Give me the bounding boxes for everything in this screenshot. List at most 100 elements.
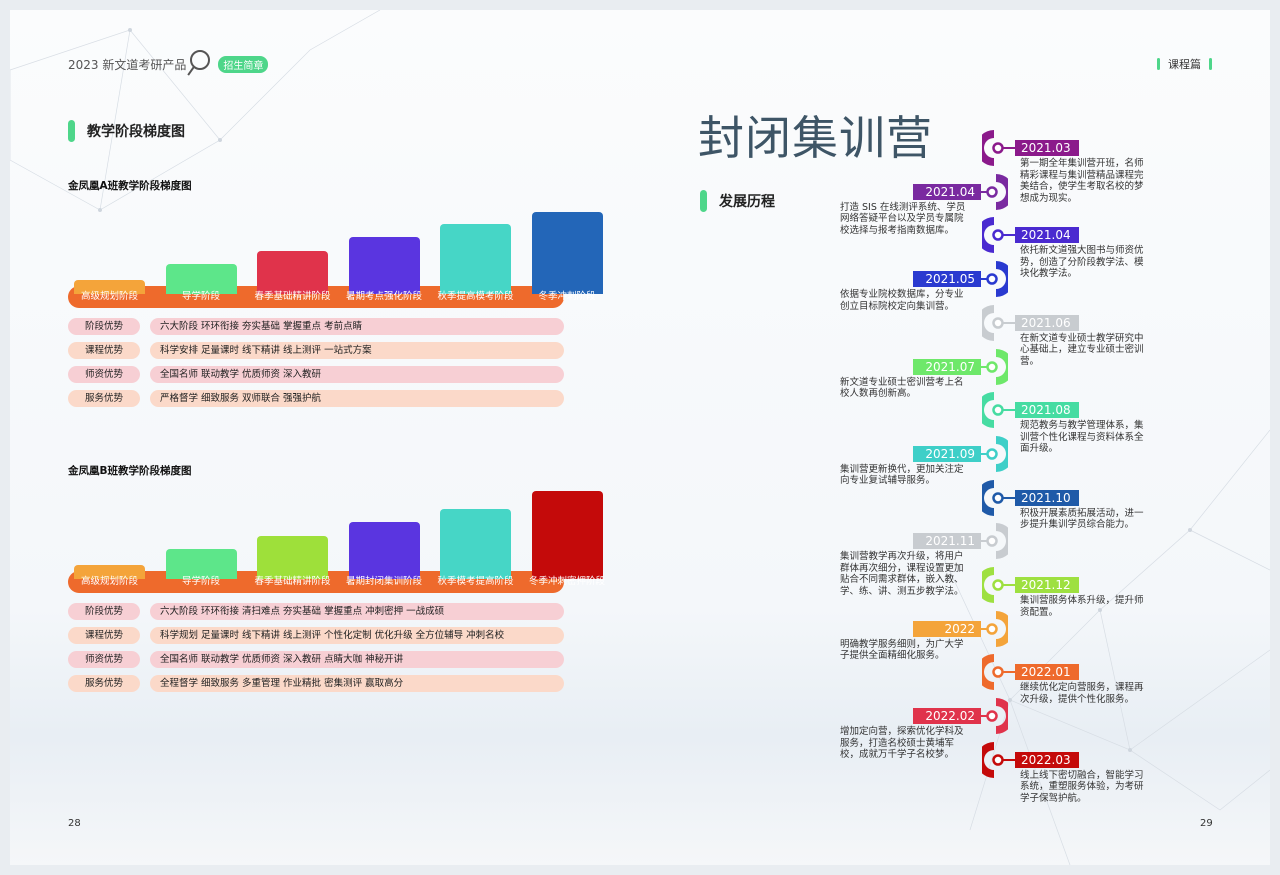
timeline-date: 2021.04 (1015, 227, 1079, 244)
page-number-left: 28 (68, 818, 81, 829)
timeline-description: 线上线下密切融合，智能学习系统，重塑服务体验，为考研学子保驾护航。 (1020, 769, 1144, 804)
magnifier-icon (190, 50, 211, 70)
timeline-node (982, 479, 1004, 516)
timeline-description: 积极开展素质拓展活动，进一步提升集训学员综合能力。 (1020, 507, 1144, 531)
advantage-value: 全程督学 细致服务 多重管理 作业精批 密集测评 赢取高分 (150, 675, 564, 692)
timeline-description: 依据专业院校数据库，分专业创立目标院校定向集训营。 (840, 289, 964, 312)
advantage-key: 服务优势 (68, 675, 140, 692)
background-network-decoration (10, 10, 1270, 865)
timeline-connector (1003, 496, 1017, 499)
advantage-key: 阶段优势 (68, 603, 140, 620)
chart-subtitle: 金凤凰A班教学阶段梯度图 (68, 180, 192, 192)
timeline-node (986, 348, 1008, 385)
timeline-node (982, 392, 1004, 429)
stage-label: 春季基础精讲阶段 (254, 576, 331, 587)
header-left: 2023 新文道考研产品 招生简章 (68, 50, 269, 74)
stage-column (348, 237, 420, 294)
timeline-node (982, 217, 1004, 254)
stage-column (74, 565, 145, 579)
stage-column (348, 522, 420, 579)
timeline-description: 新文道专业硕士密训营考上名校人数再创新高。 (840, 376, 964, 400)
stage-label: 导学阶段 (181, 291, 220, 302)
timeline-connector (1003, 409, 1017, 412)
stage-column (531, 212, 603, 294)
advantage-key: 课程优势 (68, 342, 140, 359)
timeline-date: 2021.08 (1015, 402, 1079, 419)
timeline-description: 依托新文道强大图书与师资优势，创造了分阶段教学法、模块化教学法。 (1020, 245, 1144, 280)
advantage-key: 服务优势 (68, 390, 140, 407)
enrollment-tag: 招生简章 (218, 55, 269, 73)
advantage-key: 师资优势 (68, 651, 140, 668)
timeline-date: 2021.07 (913, 358, 981, 375)
section-title-gradient: 教学阶段梯度图 (68, 120, 185, 142)
stage-column (165, 264, 237, 294)
timeline-node (982, 130, 1004, 166)
chapter-title: 课程篇 (1168, 58, 1201, 71)
advantage-row: 师资优势全国名师 联动教学 优质师资 深入教研 点睛大咖 神秘开讲 (68, 651, 564, 668)
stage-column (440, 224, 511, 294)
advantage-row: 服务优势严格督学 细致服务 双师联合 强强护航 (68, 390, 564, 407)
timeline-node (982, 567, 1004, 603)
timeline-node (986, 610, 1008, 647)
timeline-description: 继续优化定向营服务，课程再次升级，提供个性化服务。 (1020, 682, 1144, 705)
timeline-date: 2022 (913, 620, 981, 637)
advantage-key: 课程优势 (68, 627, 140, 644)
timeline-description: 集训营服务体系升级，提升师资配置。 (1020, 595, 1144, 618)
timeline-node (986, 435, 1008, 472)
section-marker (68, 120, 75, 142)
advantage-value: 严格督学 细致服务 双师联合 强强护航 (150, 390, 564, 407)
timeline-description: 集训营更新换代，更加关注定向专业复试辅导服务。 (840, 463, 964, 487)
advantage-row: 阶段优势六大阶段 环环衔接 清扫难点 夯实基础 掌握重点 冲刺密押 一战成硕 (68, 603, 564, 620)
stage-column (74, 280, 145, 294)
advantage-key: 师资优势 (68, 366, 140, 383)
timeline-date: 2022.02 (913, 708, 981, 725)
stage-column (257, 536, 328, 579)
timeline-node (986, 523, 1008, 560)
timeline-node (982, 304, 1004, 341)
section-title-history: 发展历程 (700, 190, 775, 212)
advantage-value: 科学安排 足量课时 线下精讲 线上测评 一站式方案 (150, 342, 564, 359)
stage-column (531, 491, 603, 579)
advantage-row: 服务优势全程督学 细致服务 多重管理 作业精批 密集测评 赢取高分 (68, 675, 564, 692)
advantage-row: 阶段优势六大阶段 环环衔接 夯实基础 掌握重点 考前点睛 (68, 318, 564, 335)
stage-label: 春季基础精讲阶段 (254, 291, 331, 302)
timeline-description: 规范教务与教学管理体系，集训营个性化课程与资料体系全面升级。 (1020, 420, 1144, 455)
timeline-date: 2021.03 (1015, 140, 1079, 156)
timeline-connector (1003, 234, 1017, 237)
advantage-row: 课程优势科学安排 足量课时 线下精讲 线上测评 一站式方案 (68, 342, 564, 359)
advantage-row: 课程优势科学规划 足量课时 线下精讲 线上测评 个性化定制 优化升级 全方位辅导… (68, 627, 564, 644)
timeline-date: 2021.11 (913, 533, 981, 550)
chart-subtitle: 金凤凰B班教学阶段梯度图 (68, 465, 192, 477)
timeline-date: 2021.10 (1015, 489, 1079, 506)
timeline-description: 在新文道专业硕士教学研究中心基础上，建立专业硕士密训营。 (1020, 332, 1144, 367)
section-marker (700, 190, 707, 212)
advantage-value: 科学规划 足量课时 线下精讲 线上测评 个性化定制 优化升级 全方位辅导 冲刺名… (150, 627, 564, 644)
timeline-date: 2021.09 (913, 445, 981, 462)
timeline-connector (1003, 321, 1017, 324)
accent-bar (1157, 58, 1160, 70)
timeline-node (986, 261, 1008, 298)
timeline-date: 2021.05 (913, 271, 981, 288)
stage-label: 秋季模考提高阶段 (437, 576, 514, 587)
timeline-node (982, 654, 1004, 691)
header-right: 课程篇 (1157, 56, 1212, 72)
timeline-date: 2022.03 (1015, 751, 1079, 768)
advantage-row: 师资优势全国名师 联动教学 优质师资 深入教研 (68, 366, 564, 383)
timeline-description: 明确教学服务细则，为广大学子提供全面精细化服务。 (840, 638, 964, 662)
timeline-connector (1003, 147, 1017, 149)
stage-label: 暑期考点强化阶段 (345, 291, 422, 302)
stage-label: 暑期封闭集训阶段 (345, 576, 422, 587)
timeline-description: 第一期全年集训营开班，名师精彩课程与集训营精品课程完美结合，使学生考取名校的梦想… (1020, 158, 1144, 204)
accent-bar (1209, 58, 1212, 70)
stage-label: 高级规划阶段 (80, 576, 138, 587)
timeline-connector (1003, 671, 1017, 674)
timeline-connector (1003, 584, 1017, 586)
advantage-value: 六大阶段 环环衔接 夯实基础 掌握重点 考前点睛 (150, 318, 564, 335)
advantage-value: 全国名师 联动教学 优质师资 深入教研 点睛大咖 神秘开讲 (150, 651, 564, 668)
stage-label: 导学阶段 (181, 576, 220, 587)
stage-label: 冬季冲刺阶段 (538, 291, 596, 302)
timeline-node (986, 173, 1008, 210)
stage-label: 秋季提高模考阶段 (437, 291, 514, 302)
timeline-date: 2021.12 (1015, 577, 1079, 593)
timeline-date: 2021.06 (1015, 314, 1079, 331)
